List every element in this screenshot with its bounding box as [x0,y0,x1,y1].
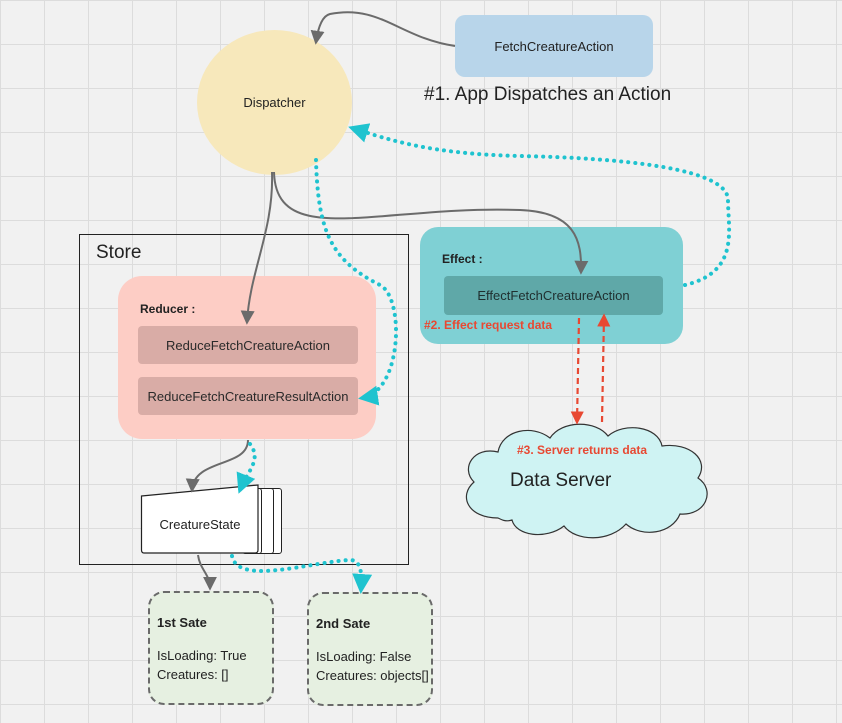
reduce-fetch-creature-result-action: ReduceFetchCreatureResultAction [138,377,358,415]
data-server-label: Data Server [510,470,612,491]
effect-fetch-creature-action: EffectFetchCreatureAction [444,276,663,315]
fetch-creature-action-node: FetchCreatureAction [455,15,653,77]
first-state-isloading: IsLoading: True [157,648,247,663]
dispatcher-node: Dispatcher [197,30,352,175]
reduce-fetch-creature-result-action-label: ReduceFetchCreatureResultAction [147,388,349,404]
store-label: Store [96,242,142,263]
dispatcher-label: Dispatcher [243,95,306,110]
first-state-creatures: Creatures: [] [157,667,229,682]
step3-annotation: #3. Server returns data [517,443,648,457]
first-state-box: 1st Sate IsLoading: True Creatures: [] [148,591,274,705]
reducer-title: Reducer : [140,302,196,316]
second-state-box: 2nd Sate IsLoading: False Creatures: obj… [307,592,433,706]
fetch-creature-action-label: FetchCreatureAction [494,38,614,54]
data-server-cloud [465,423,708,539]
creature-state-label: CreatureState [159,516,241,532]
step1-annotation: #1. App Dispatches an Action [424,84,672,105]
effect-fetch-creature-action-label: EffectFetchCreatureAction [477,288,630,303]
creature-state-node: CreatureState [140,484,260,554]
reduce-fetch-creature-action: ReduceFetchCreatureAction [138,326,358,364]
arrow-fetch-to-dispatcher [310,11,456,47]
effect-title: Effect : [442,252,483,266]
second-state-title: 2nd Sate [316,616,371,631]
creature-state-shape [140,484,259,554]
reduce-fetch-creature-action-label: ReduceFetchCreatureAction [165,337,331,353]
second-state-isloading: IsLoading: False [316,649,412,664]
first-state-title: 1st Sate [157,615,207,630]
second-state-creatures: Creatures: objects[] [316,668,429,683]
step2-annotation: #2. Effect request data [424,318,553,332]
